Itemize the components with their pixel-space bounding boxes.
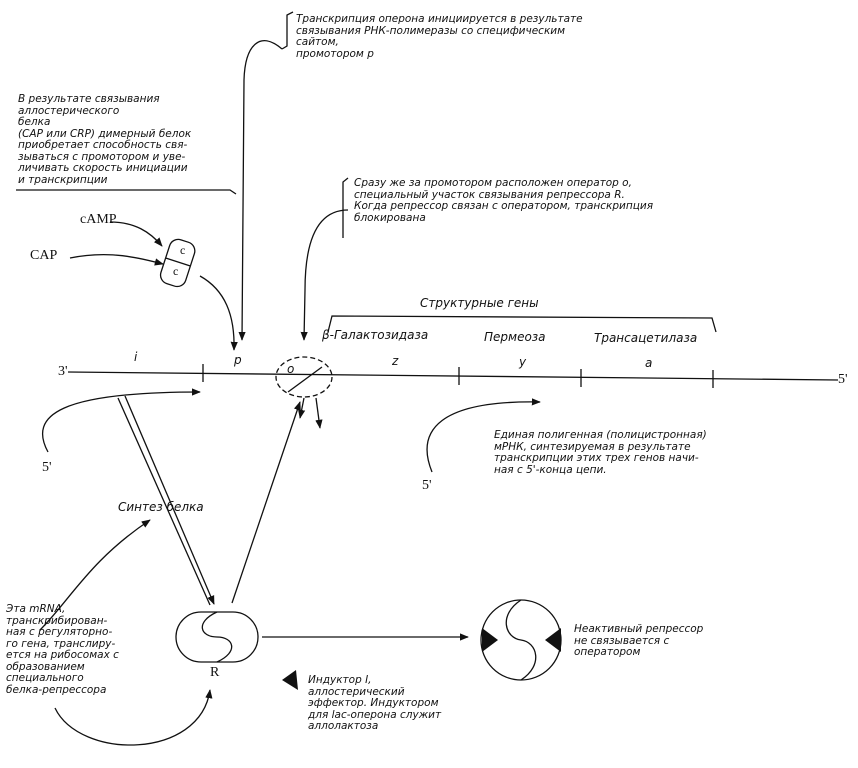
inactive-repressor-swirl bbox=[505, 599, 537, 681]
note-transcription-initiation: Транскрипция оперона инициируется в резу… bbox=[296, 13, 583, 60]
label-structural-genes: Структурные гены bbox=[420, 296, 539, 310]
operator-slash bbox=[287, 366, 323, 393]
note-inducer: Индуктор I, аллостерический эффектор. Ин… bbox=[308, 674, 442, 732]
note-operator: Сразу же за промотором расположен операт… bbox=[354, 177, 654, 224]
inducer-triangle bbox=[282, 670, 298, 690]
label-gene-p: p bbox=[234, 353, 242, 367]
cap-arrow bbox=[69, 253, 164, 266]
dna-strand bbox=[67, 371, 839, 381]
label-gene-o: o bbox=[287, 362, 295, 376]
label-transacetylase: Трансацетилаза bbox=[594, 331, 698, 345]
label-cap-c-upper: c bbox=[180, 243, 186, 257]
inducer-triangle-right bbox=[545, 628, 561, 652]
protein-synthesis-line-1 bbox=[117, 397, 211, 606]
mrna-bottom-arrow bbox=[54, 689, 213, 746]
label-cap: CAP bbox=[30, 248, 58, 263]
note-regulator-mrna: Эта mRNA, транскрибирован- ная с регулят… bbox=[6, 603, 119, 696]
structural-transcription-arrow bbox=[426, 398, 541, 473]
promoter-callout bbox=[238, 40, 283, 341]
cap-dimer bbox=[159, 238, 196, 288]
operator-note-bracket bbox=[342, 177, 349, 238]
label-five-prime-left: 5' bbox=[42, 460, 52, 475]
repressor-to-operator-arrow bbox=[231, 401, 301, 604]
label-camp: cAMP bbox=[80, 212, 117, 227]
active-repressor-swirl bbox=[201, 611, 233, 663]
protein-synthesis-line-2 bbox=[124, 395, 215, 605]
label-five-prime-right: 5' bbox=[838, 372, 848, 387]
label-gene-a: a bbox=[645, 356, 653, 370]
label-gene-z: z bbox=[392, 354, 399, 368]
mrna-to-ribosome-arrow bbox=[39, 519, 151, 631]
regulator-transcription-arrow bbox=[42, 388, 201, 453]
operator-callout bbox=[300, 209, 349, 341]
label-three-prime: 3' bbox=[58, 364, 68, 379]
operator-region bbox=[275, 356, 333, 398]
note-polycistronic-mrna: Единая полигенная (полицистронная) мРНК,… bbox=[494, 429, 707, 476]
label-permease: Пермеоза bbox=[484, 330, 546, 344]
label-gene-i: i bbox=[134, 350, 138, 364]
label-protein-synthesis: Синтез белка bbox=[118, 500, 204, 514]
operator-down-arrow-2 bbox=[315, 397, 323, 429]
operator-down-arrow-1 bbox=[298, 397, 306, 419]
label-galactosidase: β-Галактозидаза bbox=[322, 328, 429, 342]
cap-to-promoter-arrow bbox=[199, 275, 238, 351]
note-cap-binding: В результате связывания аллостерического… bbox=[18, 93, 192, 186]
note-inactive-repressor: Неактивный репрессор не связывается с оп… bbox=[574, 623, 704, 658]
inducer-triangle-left bbox=[482, 628, 498, 652]
camp-arrow bbox=[109, 221, 163, 247]
label-gene-y: y bbox=[519, 355, 527, 369]
cap-note-bracket bbox=[16, 189, 237, 195]
structural-genes-bracket bbox=[327, 315, 717, 333]
label-repressor-r: R bbox=[210, 665, 220, 680]
label-five-prime-mid: 5' bbox=[422, 478, 432, 493]
transcription-note-bracket bbox=[281, 11, 294, 50]
label-cap-c-lower: c bbox=[173, 264, 179, 278]
